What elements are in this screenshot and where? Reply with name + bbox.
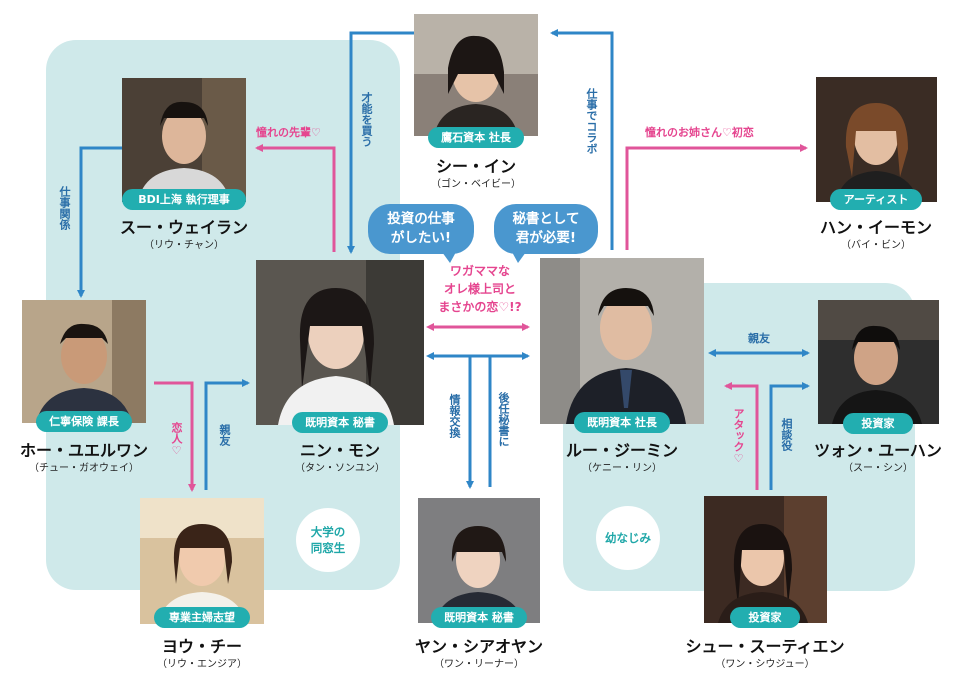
circle-osana: 幼なじみ <box>596 506 660 570</box>
portrait-lu <box>540 258 704 424</box>
portrait-shiin <box>414 14 538 136</box>
arrow-akogare-onesan <box>625 144 808 250</box>
label-shinyu-left: 親友 <box>218 424 231 446</box>
arrow-shigoto-kankei <box>77 146 122 298</box>
sub-ning: （タン・ソンユン） <box>295 463 385 474</box>
name-yan: ヤン・シアオヤン <box>414 637 544 656</box>
portrait-yan <box>418 498 540 623</box>
name-shiin: シー・イン <box>435 157 517 176</box>
name-han: ハン・イーモン <box>819 218 933 237</box>
arrow-sainou <box>347 31 414 254</box>
arrow-akogare-senpai <box>255 144 336 252</box>
label-koibito: 恋人♡ <box>170 422 183 457</box>
tag-twon: 投資家 <box>843 413 913 434</box>
label-shigoto-collab: 仕事でコラボ <box>585 88 598 154</box>
sub-ho: （チュー・ガオウェイ） <box>29 463 139 474</box>
sub-yo: （リウ・エンジア） <box>157 659 247 670</box>
label-attack: アタック♡ <box>732 408 745 465</box>
romance-caption: ワガママな オレ様上司と まさかの恋♡!? <box>438 264 522 314</box>
label-shigoto-kankei: 仕事関係 <box>58 186 71 230</box>
portrait-yo <box>140 498 264 624</box>
tag-yo: 専業主婦志望 <box>154 607 250 628</box>
portrait-sue <box>122 78 246 202</box>
portrait-han <box>816 77 937 202</box>
tag-han: アーティスト <box>830 189 922 210</box>
arrow-attack <box>724 382 759 490</box>
label-joho: 情報交換 <box>448 394 461 438</box>
label-sodan: 相談役 <box>780 418 793 451</box>
name-yo: ヨウ・チー <box>161 637 243 656</box>
portrait-twon <box>818 300 939 424</box>
sub-yan: （ワン・リーナー） <box>434 659 524 670</box>
name-lu: ルー・ジーミン <box>565 441 679 460</box>
tag-yan: 既明資本 秘書 <box>431 607 527 628</box>
circle-univ: 大学の 同窓生 <box>296 508 360 572</box>
tag-ning: 既明資本 秘書 <box>292 412 388 433</box>
name-ning: ニン・モン <box>299 441 381 460</box>
name-ho: ホー・ユエルワン <box>19 441 149 460</box>
speech-bubble-ning: 投資の仕事 がしたい! <box>368 204 474 263</box>
tag-sue: BDI上海 執行理事 <box>122 189 246 210</box>
speech-bubble-lu-text: 秘書として 君が必要! <box>512 211 580 246</box>
arrow-shinyu-left <box>204 379 250 490</box>
label-gonin: 後任秘書に <box>497 392 510 447</box>
sub-han: （バイ・ビン） <box>841 240 911 251</box>
name-shu: シュー・スーティエン <box>685 637 845 656</box>
tag-ho: 仁寧保険 課長 <box>36 411 132 432</box>
sub-shu: （ワン・シウジュー） <box>715 659 815 670</box>
speech-bubble-lu: 秘書として 君が必要! <box>494 204 598 263</box>
name-sue: スー・ウェイラン <box>119 218 249 237</box>
sub-shiin: （ゴン・ベイビー） <box>431 179 521 190</box>
arrow-sodan <box>769 382 810 490</box>
tag-lu: 既明資本 社長 <box>574 412 670 433</box>
sub-lu: （ケニー・リン） <box>582 463 662 474</box>
tag-shu: 投資家 <box>730 607 800 628</box>
tag-shiin: 鷹石資本 社長 <box>428 127 524 148</box>
portrait-shu <box>704 496 827 623</box>
portrait-ho <box>22 300 146 423</box>
name-twon: ツォン・ユーハン <box>814 441 942 460</box>
speech-bubble-ning-text: 投資の仕事 がしたい! <box>387 211 455 246</box>
label-akogare-onesan: 憧れのお姉さん♡初恋 <box>645 126 754 139</box>
sub-twon: （スー・シン） <box>843 463 913 474</box>
label-sainou: 才能を買う <box>360 92 373 147</box>
portrait-ning <box>256 260 424 425</box>
sub-sue: （リウ・チャン） <box>144 240 224 251</box>
label-shinyu-right: 親友 <box>748 332 770 345</box>
arrow-koibito <box>154 381 196 492</box>
arrow-collab <box>550 29 614 250</box>
label-akogare-senpai: 憧れの先輩♡ <box>256 126 321 139</box>
